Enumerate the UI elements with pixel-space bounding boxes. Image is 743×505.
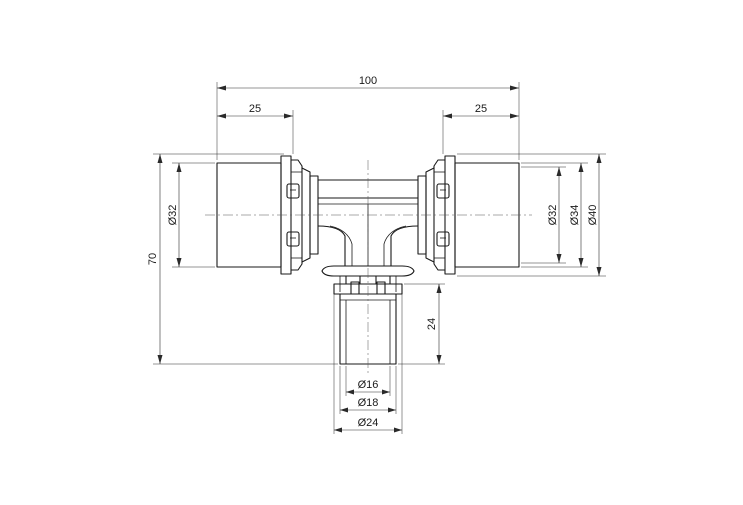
dim-label-branch-length: 24	[426, 318, 438, 330]
dim-label-branch-diameter-inner: Ø16	[358, 379, 379, 391]
dim-label-branch-diameter-outer: Ø24	[358, 417, 379, 429]
dimension-right-diameter-outer: Ø40	[457, 153, 606, 277]
dimension-right-diameter-inner: Ø32	[521, 166, 566, 264]
dim-label-left-socket: 25	[249, 103, 261, 115]
tee-fitting	[205, 155, 532, 376]
dim-label-right-socket: 25	[475, 103, 487, 115]
dim-label-right-diameter-mid: Ø34	[569, 205, 581, 226]
dimension-branch-length: 24	[398, 283, 445, 365]
dimension-left-socket: 25	[217, 103, 294, 154]
dim-label-overall-height: 70	[147, 253, 159, 265]
right-pipe	[417, 155, 520, 275]
dimension-left-diameter: Ø32	[167, 162, 215, 268]
dimension-overall-width: 100	[216, 75, 520, 160]
dim-label-left-diameter: Ø32	[167, 205, 179, 226]
dim-label-branch-diameter-mid: Ø18	[358, 397, 379, 409]
dimension-right-diameter-mid: Ø34	[521, 162, 588, 268]
dimension-right-socket: 25	[442, 103, 519, 154]
dim-label-right-diameter-outer: Ø40	[587, 205, 599, 226]
dim-label-right-diameter-inner: Ø32	[547, 205, 559, 226]
dimension-branch-diameters: Ø16 Ø18 Ø24	[333, 294, 403, 434]
dim-label-overall-width: 100	[359, 75, 377, 87]
dimension-overall-height: 70	[147, 153, 338, 365]
